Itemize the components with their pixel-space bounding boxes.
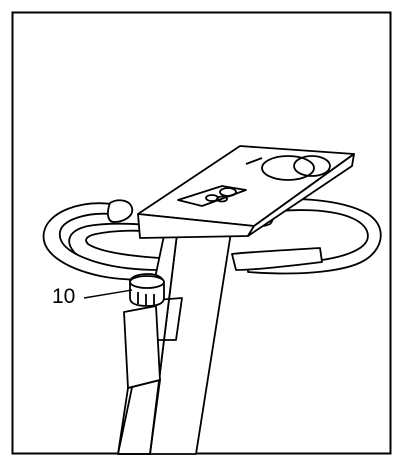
- console: [137, 145, 355, 239]
- seat-tube: [117, 305, 161, 455]
- callout-label-10: 10: [52, 285, 76, 308]
- callout-leader-10: [83, 289, 133, 299]
- adjustment-knob: [129, 273, 165, 307]
- diagram-border: [11, 11, 392, 455]
- handlebar: [42, 197, 382, 281]
